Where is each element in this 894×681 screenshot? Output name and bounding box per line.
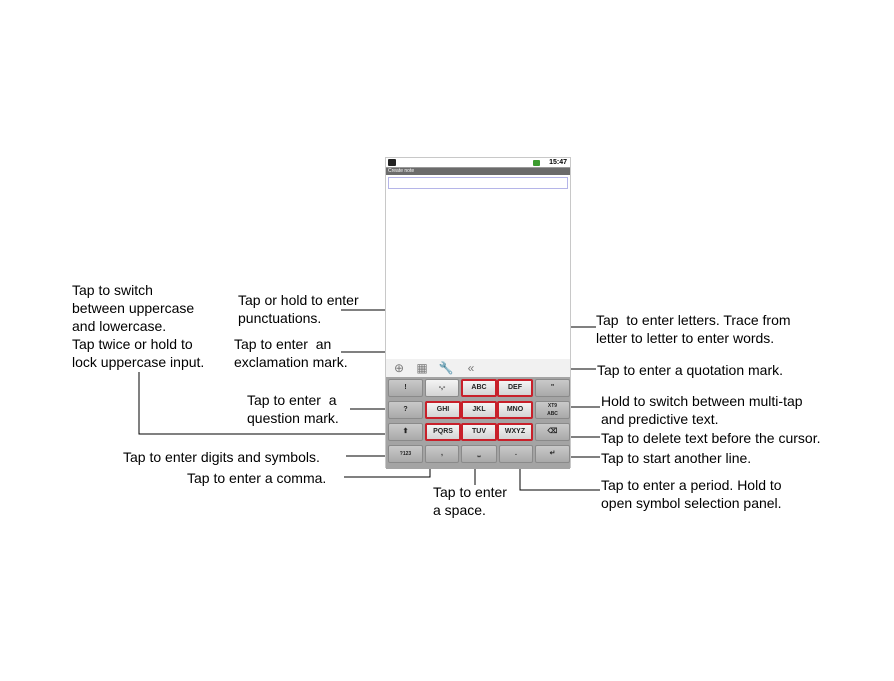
callout-digits-symbols: Tap to enter digits and symbols. [123, 449, 320, 465]
title-bar: Create note [386, 168, 570, 175]
callout-punctuations: Tap or hold to enter punctuations. [238, 292, 359, 326]
punctuation-key[interactable]: -,- [425, 379, 459, 397]
callout-newline: Tap to start another line. [601, 450, 752, 466]
keyboard-toolbar: ⊕ ▦ 🔧 « [386, 359, 570, 377]
wxyz-key[interactable]: WXYZ [497, 423, 533, 441]
xt9-mode-key[interactable]: XT9 ABC [535, 401, 570, 419]
callout-exclamation: Tap to enter an exclamation mark. [234, 336, 348, 370]
callout-letters: Tap to enter letters. Trace from letter … [596, 312, 791, 346]
symbols-key[interactable]: ?123 [388, 445, 423, 463]
callout-comma: Tap to enter a comma. [187, 470, 327, 486]
callout-delete: Tap to delete text before the cursor. [601, 430, 821, 446]
status-time: 15:47 [549, 159, 567, 166]
wrench-icon[interactable]: 🔧 [438, 361, 454, 375]
page-title: Create note [388, 168, 415, 174]
period-key[interactable]: . [499, 445, 533, 463]
globe-settings-icon[interactable]: ⊕ [393, 361, 405, 375]
battery-icon [533, 160, 540, 166]
phone-screen: 15:47 Create note ⊕ ▦ 🔧 « ! -,- ABC DEF … [385, 157, 571, 469]
callout-period: Tap to enter a period. Hold to open symb… [601, 477, 782, 511]
keyboard: ! -,- ABC DEF " ? GHI JKL MNO XT9 ABC ⬆ … [386, 377, 570, 469]
shift-key[interactable]: ⬆ [388, 423, 423, 441]
ghi-key[interactable]: GHI [425, 401, 461, 419]
callout-question: Tap to enter a question mark. [247, 392, 339, 426]
space-key[interactable]: ⎵ [461, 445, 497, 463]
exclamation-key[interactable]: ! [388, 379, 423, 397]
notification-icon [388, 159, 396, 166]
def-key[interactable]: DEF [497, 379, 533, 397]
mno-key[interactable]: MNO [497, 401, 533, 419]
keyboard-layout-icon[interactable]: ▦ [416, 361, 428, 375]
jkl-key[interactable]: JKL [461, 401, 497, 419]
enter-key[interactable]: ↵ [535, 445, 570, 463]
double-chevron-left-icon[interactable]: « [467, 361, 475, 375]
quotation-key[interactable]: " [535, 379, 570, 397]
abc-key[interactable]: ABC [461, 379, 497, 397]
callout-quotation: Tap to enter a quotation mark. [597, 362, 783, 378]
callout-space: Tap to enter a space. [433, 484, 507, 518]
note-text-input[interactable] [388, 177, 568, 189]
callout-multitap: Hold to switch between multi-tap and pre… [601, 393, 803, 427]
tuv-key[interactable]: TUV [461, 423, 497, 441]
question-key[interactable]: ? [388, 401, 423, 419]
status-bar: 15:47 [386, 158, 570, 168]
comma-key[interactable]: , [425, 445, 459, 463]
callout-switch-case: Tap to switch between uppercase and lowe… [72, 282, 205, 370]
pqrs-key[interactable]: PQRS [425, 423, 461, 441]
delete-key[interactable]: ⌫ [535, 423, 570, 441]
